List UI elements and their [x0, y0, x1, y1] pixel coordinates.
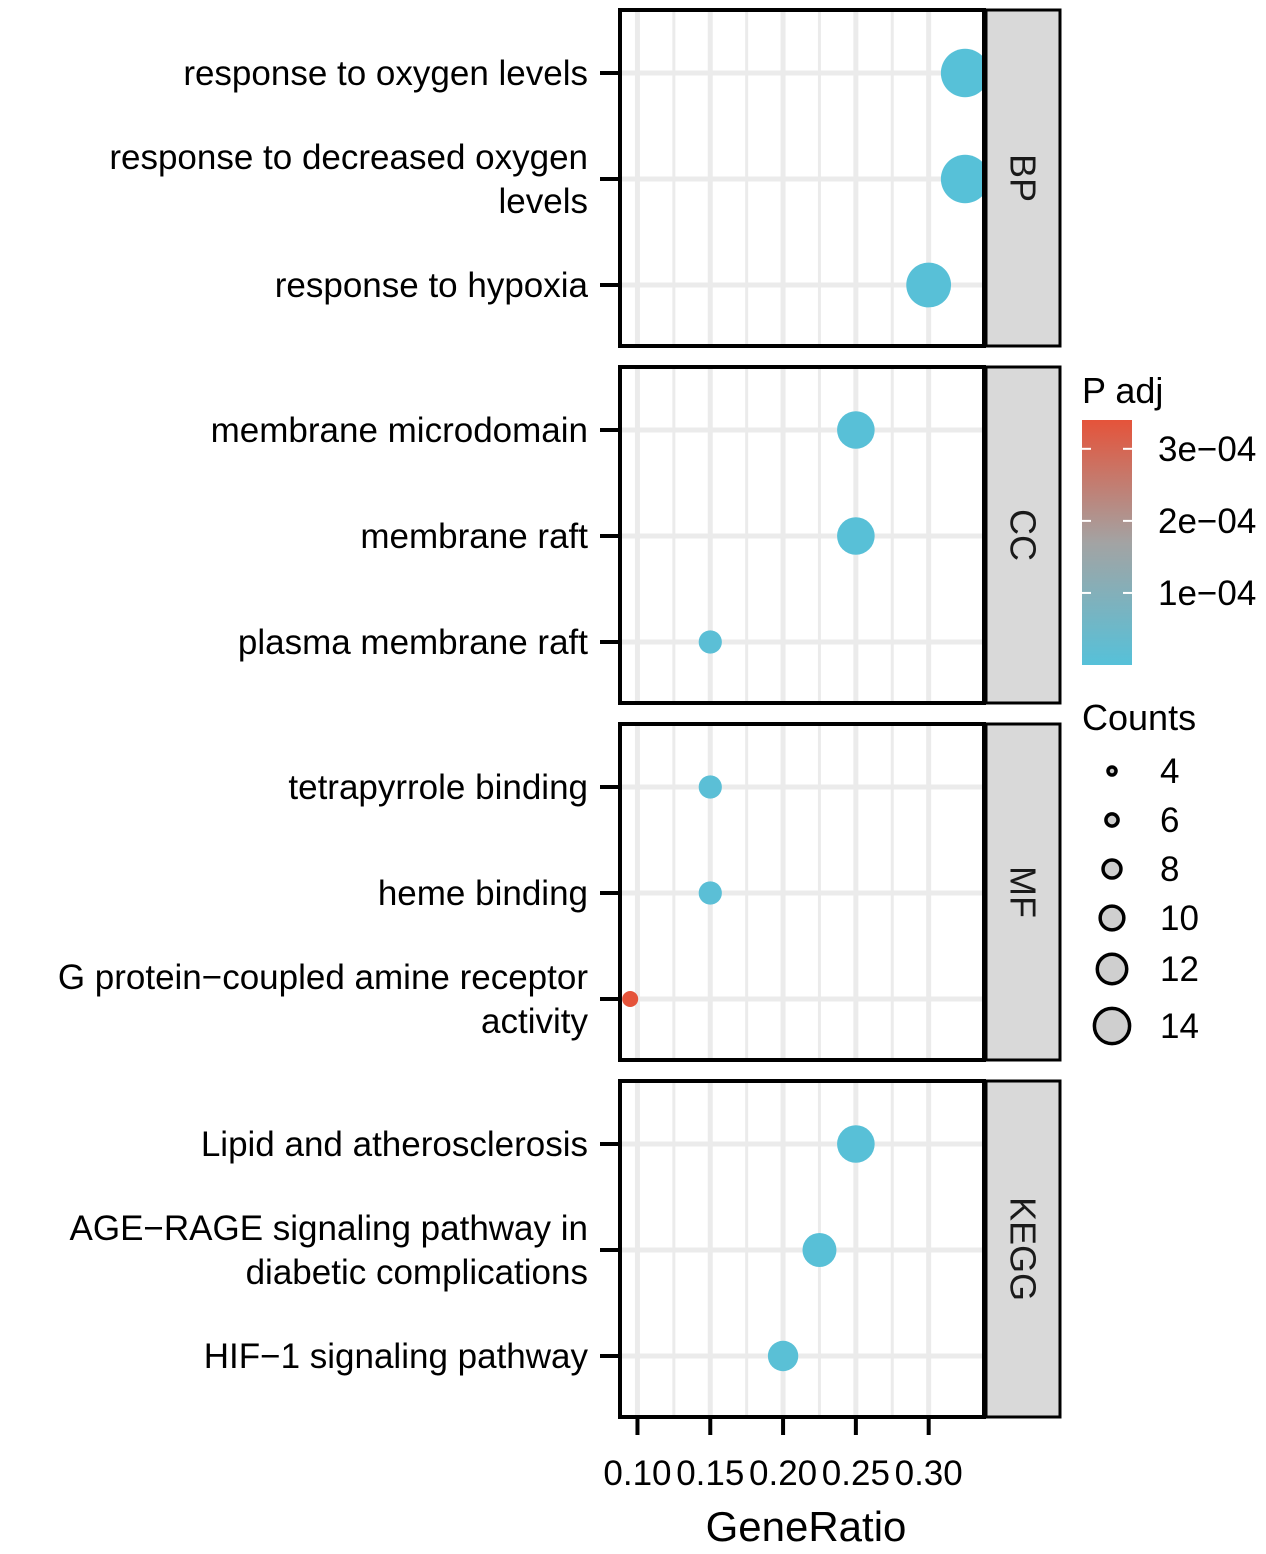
- facet-strip: [984, 365, 1062, 705]
- size-legend-circle: [1104, 812, 1120, 828]
- size-legend-label: 8: [1160, 850, 1179, 889]
- color-legend-title: P adj: [1082, 370, 1163, 411]
- data-point: [837, 411, 875, 449]
- y-tick-label-line: HIF−1 signaling pathway: [204, 1337, 589, 1376]
- data-point: [767, 1340, 799, 1372]
- panel-border: [618, 8, 986, 348]
- x-tick-label: 0.30: [895, 1454, 963, 1493]
- size-legend-label: 12: [1160, 950, 1199, 989]
- y-tick-label-line: membrane microdomain: [211, 411, 588, 450]
- facet-strip: [984, 1079, 1062, 1419]
- facet-panel-bp: BP response to oxygen levels response to d…: [109, 8, 1062, 348]
- x-tick-label: 0.20: [749, 1454, 817, 1493]
- size-legend-label: 10: [1160, 899, 1199, 938]
- facet-strip-label: KEGG: [1003, 1197, 1044, 1301]
- data-point: [698, 881, 722, 905]
- size-legend-label: 14: [1160, 1007, 1199, 1046]
- y-tick-label-line: response to oxygen levels: [183, 54, 588, 93]
- x-tick-label: 0.25: [822, 1454, 890, 1493]
- y-tick-label-line: activity: [481, 1002, 588, 1041]
- y-tick-label-line: plasma membrane raft: [238, 623, 588, 662]
- data-point: [622, 991, 639, 1007]
- facet-strip: [984, 722, 1062, 1062]
- size-legend-circle: [1098, 904, 1126, 932]
- y-tick-label: HIF−1 signaling pathway: [204, 1337, 589, 1376]
- size-legend-circle: [1095, 952, 1129, 986]
- size-legend-label: 4: [1160, 752, 1179, 791]
- facet-panel-mf: MF tetrapyrrole binding heme binding G prot…: [58, 722, 1062, 1062]
- y-tick-label-line: response to decreased oxygen: [109, 138, 588, 177]
- data-point: [802, 1233, 837, 1267]
- y-tick-label-line: tetrapyrrole binding: [288, 768, 588, 807]
- y-tick-label: tetrapyrrole binding: [288, 768, 588, 807]
- data-point: [698, 775, 722, 799]
- y-tick-label-line: AGE−RAGE signaling pathway in: [70, 1209, 588, 1248]
- size-legend-circle: [1092, 1006, 1132, 1046]
- y-tick-label: membrane raft: [360, 517, 588, 556]
- y-tick-label-line: Lipid and atherosclerosis: [201, 1125, 588, 1164]
- color-legend-label: 2e−04: [1158, 502, 1256, 541]
- y-tick-label: membrane microdomain: [211, 411, 588, 450]
- y-tick-label-line: membrane raft: [360, 517, 588, 556]
- y-tick-label-line: G protein−coupled amine receptor: [58, 958, 589, 997]
- y-tick-label: heme binding: [378, 874, 588, 913]
- color-legend-label: 3e−04: [1158, 430, 1256, 469]
- size-legend-label: 6: [1160, 801, 1179, 840]
- y-tick-label-line: diabetic complications: [246, 1253, 588, 1292]
- x-tick-label: 0.15: [676, 1454, 744, 1493]
- color-legend-bar: [1082, 420, 1132, 665]
- data-point: [906, 262, 952, 308]
- facet-strip-label: MF: [1003, 866, 1044, 918]
- color-legend-label: 1e−04: [1158, 574, 1256, 613]
- data-point: [940, 48, 990, 98]
- y-tick-label: G protein−coupled amine receptor activity: [58, 958, 589, 1041]
- facet-strip: [984, 8, 1062, 348]
- y-tick-label-line: levels: [499, 182, 588, 221]
- y-tick-label: AGE−RAGE signaling pathway in diabetic co…: [70, 1209, 588, 1292]
- y-tick-label: Lipid and atherosclerosis: [201, 1125, 588, 1164]
- facet-panel-cc: CC membrane microdomain membrane raft plasm…: [211, 365, 1062, 705]
- x-tick-label: 0.10: [603, 1454, 671, 1493]
- panel-border: [618, 365, 986, 705]
- panel-border: [618, 1079, 986, 1419]
- data-point: [837, 1125, 875, 1163]
- facet-strip-label: BP: [1003, 154, 1044, 202]
- size-legend-circle: [1101, 858, 1123, 880]
- y-tick-label-line: heme binding: [378, 874, 588, 913]
- y-tick-label: response to oxygen levels: [183, 54, 588, 93]
- x-axis-title: GeneRatio: [706, 1503, 907, 1549]
- facet-strip-label: CC: [1003, 509, 1044, 561]
- y-tick-label-line: response to hypoxia: [275, 266, 589, 305]
- data-point: [940, 154, 990, 204]
- panel-border: [618, 722, 986, 1062]
- y-tick-label: response to hypoxia: [275, 266, 589, 305]
- facet-panels: BP response to oxygen levels response to d…: [58, 8, 1062, 1419]
- size-legend-circle: [1106, 765, 1118, 777]
- y-tick-label: plasma membrane raft: [238, 623, 588, 662]
- size-legend-title: Counts: [1082, 697, 1196, 738]
- data-point: [698, 630, 722, 654]
- data-point: [837, 517, 875, 555]
- y-tick-label: response to decreased oxygen levels: [109, 138, 588, 221]
